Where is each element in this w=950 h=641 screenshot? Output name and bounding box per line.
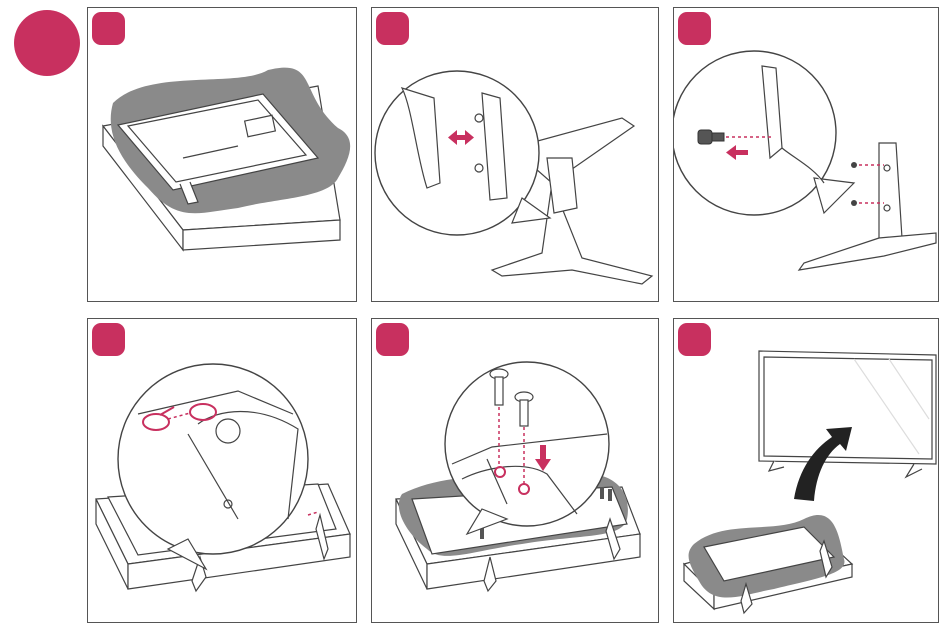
step-3-badge: [678, 12, 711, 45]
step-3-illustration: [674, 8, 939, 302]
step-4-illustration: [88, 319, 357, 623]
step-5-panel: [371, 318, 659, 623]
step-4-panel: [87, 318, 357, 623]
step-1-badge: [92, 12, 125, 45]
section-marker-badge: [14, 10, 80, 76]
step-6-panel: [673, 318, 939, 623]
step-5-illustration: [372, 319, 659, 623]
zoom-circle: [445, 362, 609, 526]
step-3-panel: [673, 7, 939, 302]
step-4-badge: [92, 323, 125, 356]
step-1-panel: [87, 7, 357, 302]
step-2-panel: [371, 7, 659, 302]
step-6-badge: [678, 323, 711, 356]
zoom-circle: [118, 364, 308, 554]
step-2-illustration: [372, 8, 659, 302]
step-5-badge: [376, 323, 409, 356]
step-1-illustration: [88, 8, 357, 302]
zoom-circle: [375, 71, 539, 235]
step-6-illustration: [674, 319, 939, 623]
step-2-badge: [376, 12, 409, 45]
tv-upright: [759, 351, 936, 477]
